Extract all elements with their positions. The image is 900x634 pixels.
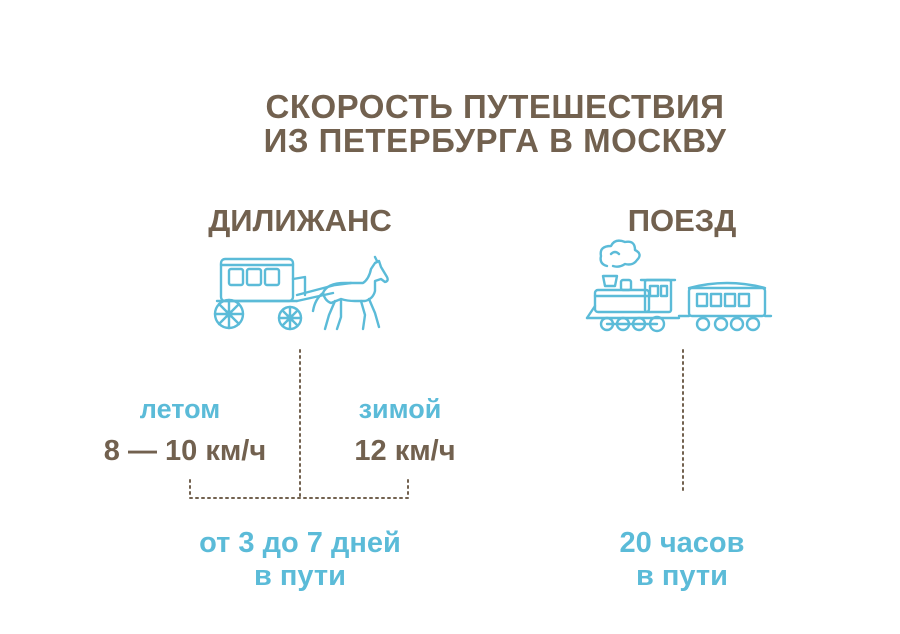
steam-train-icon <box>585 239 773 333</box>
title-line-2: ИЗ ПЕТЕРБУРГА В МОСКВУ <box>263 122 727 159</box>
train-heading: ПОЕЗД <box>627 203 737 238</box>
diligence-heading: ДИЛИЖАНС <box>208 203 392 238</box>
horse-carriage-icon <box>213 255 389 331</box>
diligence-duration-line-1: от 3 до 7 дней <box>199 527 401 559</box>
winter-speed: 12 км/ч <box>354 435 456 467</box>
diligence-duration-line-2: в пути <box>254 560 346 593</box>
train-duration: 20 часов в пути <box>582 527 782 594</box>
winter-label: зимой <box>358 394 442 424</box>
summer-label: летом <box>139 394 221 424</box>
diligence-duration: от 3 до 7 дней в пути <box>150 527 450 594</box>
train-duration-line-2: в пути <box>636 560 728 593</box>
train-duration-line-1: 20 часов <box>619 527 745 559</box>
title-line-1: СКОРОСТЬ ПУТЕШЕСТВИЯ <box>265 88 725 125</box>
summer-speed: 8 — 10 км/ч <box>103 435 267 467</box>
